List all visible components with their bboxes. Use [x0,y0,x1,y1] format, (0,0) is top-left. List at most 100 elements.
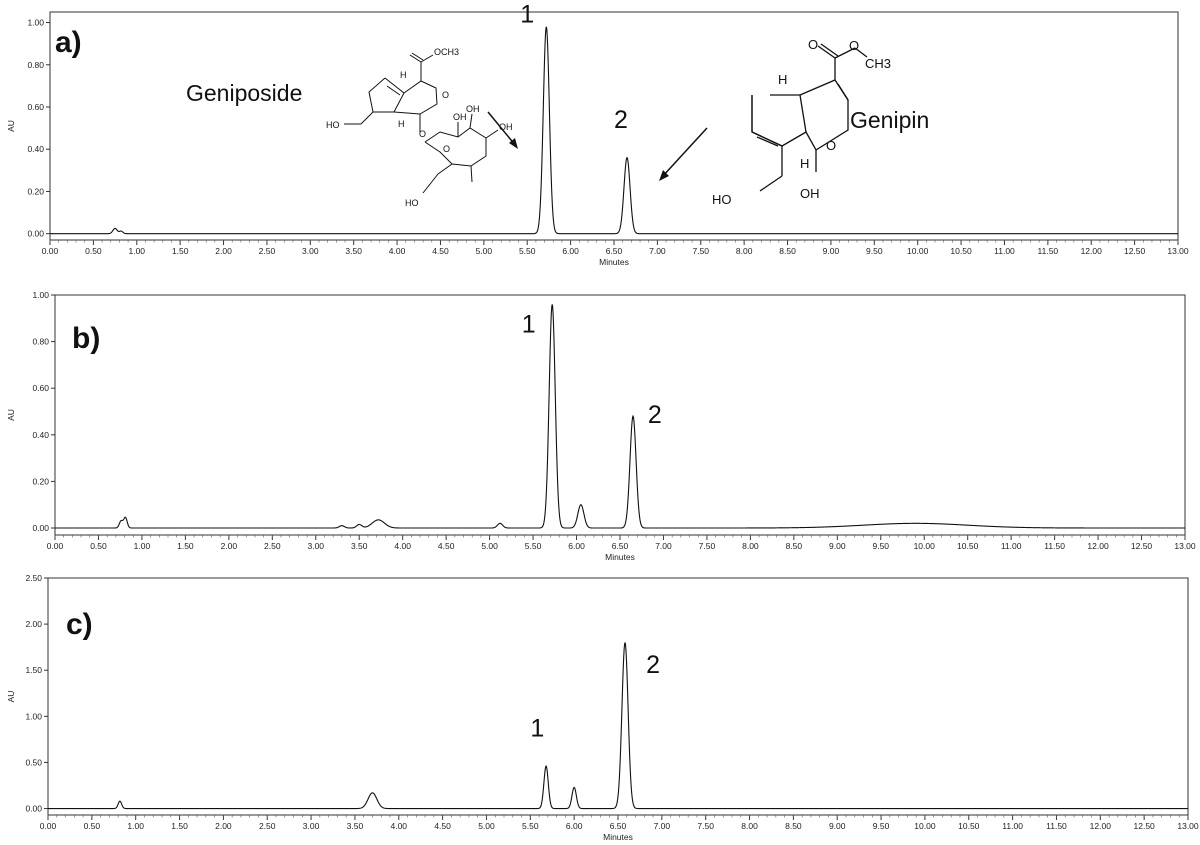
x-tick-label: 8.50 [786,541,803,551]
genipin-structure [751,43,868,192]
y-tick-label: 0.20 [32,476,49,486]
x-tick-label: 2.00 [221,541,238,551]
peak-label: 1 [530,715,544,743]
atom-label: O [443,144,450,154]
x-tick-label: 11.00 [1002,821,1023,831]
x-tick-label: 4.00 [389,246,406,256]
x-tick-label: 5.00 [481,541,498,551]
x-tick-label: 12.00 [1090,821,1112,831]
x-tick-label: 1.50 [171,821,188,831]
x-tick-label: 12.50 [1134,821,1156,831]
x-tick-label: 10.50 [950,246,972,256]
x-tick-label: 11.50 [1038,246,1059,256]
x-tick-label: 11.50 [1044,541,1065,551]
peak-label: 2 [646,651,660,679]
chromatogram-trace [48,642,1188,810]
x-tick-label: 6.00 [562,246,579,256]
x-axis-label: Minutes [599,257,629,267]
x-tick-label: 6.50 [606,246,623,256]
peak-label: 2 [648,401,662,429]
y-tick-label: 0.00 [27,229,44,239]
plot-frame [47,577,1189,816]
arrow-to-peak-1 [487,111,517,147]
y-tick-label: 0.00 [25,804,42,814]
x-tick-label: 8.00 [742,541,759,551]
x-tick-label: 11.00 [994,246,1015,256]
y-tick-label: 2.00 [25,619,42,629]
arrow-to-peak-2 [661,127,708,178]
y-tick-label: 0.20 [27,186,44,196]
x-tick-label: 2.50 [259,821,276,831]
arrow-head-icon [509,138,518,149]
x-tick-label: 12.50 [1124,246,1146,256]
x-tick-label: 8.00 [741,821,758,831]
atom-label: H [800,156,809,171]
y-tick-label: 0.60 [32,383,49,393]
x-tick-label: 5.00 [478,821,495,831]
x-tick-label: 0.50 [84,821,101,831]
atom-label: HO [712,192,732,207]
atom-label: H [778,72,787,87]
y-axis-label: AU [6,691,16,703]
x-tick-label: 13.00 [1167,246,1189,256]
x-tick-label: 12.00 [1081,246,1103,256]
x-tick-label: 6.00 [568,541,585,551]
panel-label: b) [72,322,100,355]
x-tick-label: 5.50 [522,821,539,831]
x-tick-label: 12.50 [1131,541,1153,551]
x-tick-label: 4.50 [438,541,455,551]
y-tick-label: 1.50 [25,665,42,675]
x-tick-label: 0.50 [90,541,107,551]
x-tick-label: 7.00 [655,541,672,551]
y-tick-label: 0.50 [25,757,42,767]
atom-label: CH3 [865,56,891,71]
x-tick-label: 9.00 [829,541,846,551]
x-tick-label: 1.00 [127,821,144,831]
plot-frame [54,294,1186,536]
x-tick-label: 6.00 [566,821,583,831]
x-tick-label: 3.00 [302,246,319,256]
x-tick-label: 2.00 [215,821,232,831]
x-tick-label: 8.50 [779,246,796,256]
x-axis-label: Minutes [605,552,635,562]
atom-label: HO [326,120,340,130]
x-tick-label: 9.00 [829,821,846,831]
atom-label: H [398,119,405,129]
x-tick-label: 3.50 [351,541,368,551]
x-tick-label: 7.00 [654,821,671,831]
y-tick-label: 0.60 [27,102,44,112]
chromatogram-trace [55,304,1185,529]
atom-label: O [826,138,836,153]
peak-label: 1 [522,310,536,338]
x-tick-label: 7.50 [699,541,716,551]
y-tick-label: 0.00 [32,523,49,533]
x-tick-label: 4.50 [432,246,449,256]
y-axis-label: AU [6,120,16,132]
y-tick-label: 0.80 [27,60,44,70]
y-tick-label: 0.40 [32,430,49,440]
atom-label: OH [466,104,480,114]
x-tick-label: 2.00 [215,246,232,256]
x-tick-label: 13.00 [1177,821,1199,831]
panel-label: c) [66,608,93,641]
x-tick-label: 8.50 [785,821,802,831]
y-axis-label: AU [6,409,16,421]
y-tick-label: 0.40 [27,144,44,154]
geniposide-structure [344,52,499,194]
x-tick-label: 3.00 [303,821,320,831]
x-tick-label: 3.50 [345,246,362,256]
atom-label: O [849,38,859,53]
x-tick-label: 10.00 [907,246,929,256]
x-tick-label: 0.00 [47,541,64,551]
x-tick-label: 7.50 [692,246,709,256]
atom-label: O [442,90,449,100]
panel-label: a) [55,26,82,59]
x-tick-label: 1.50 [172,246,189,256]
x-tick-label: 7.00 [649,246,666,256]
x-tick-label: 0.50 [85,246,102,256]
x-tick-label: 11.00 [1001,541,1022,551]
